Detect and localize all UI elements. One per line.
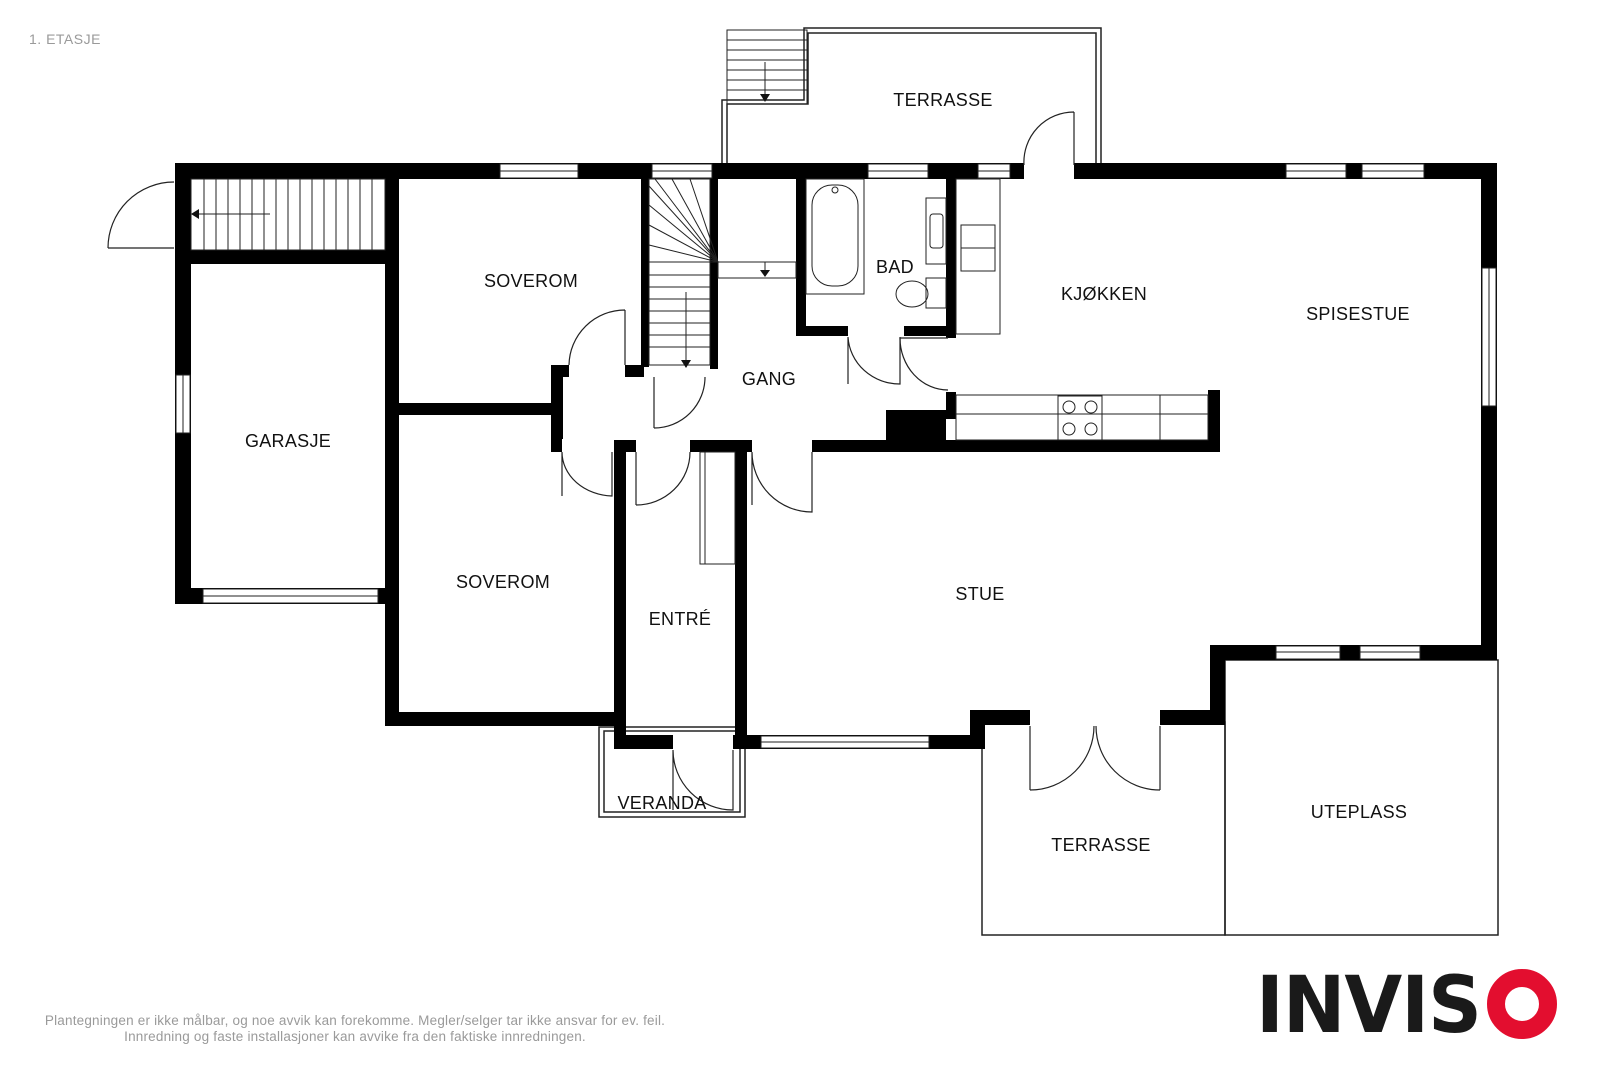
inviso-logo: INVIS xyxy=(1256,968,1557,1040)
room-label-garasje: GARASJE xyxy=(245,431,331,451)
room-label-soverom-1: SOVEROM xyxy=(484,271,578,291)
disclaimer-line-1: Plantegningen er ikke målbar, og noe avv… xyxy=(44,1013,666,1028)
terrace-top-outline xyxy=(721,27,1102,166)
room-label-soverom-2: SOVEROM xyxy=(456,572,550,592)
logo-text: INVIS xyxy=(1256,968,1481,1040)
windows xyxy=(175,163,1497,749)
room-label-spisestue: SPISESTUE xyxy=(1306,304,1410,324)
walls xyxy=(175,163,1497,749)
room-label-terrasse-top: TERRASSE xyxy=(893,90,992,110)
logo-o-mark xyxy=(1487,969,1557,1039)
room-label-kjokken: KJØKKEN xyxy=(1061,284,1147,304)
room-labels: TERRASSE SOVEROM BAD KJØKKEN SPISESTUE G… xyxy=(245,90,1410,855)
terrace-stairs xyxy=(726,29,808,105)
floor-label: 1. ETASJE xyxy=(29,31,101,47)
main-stairs xyxy=(648,178,797,366)
garage-stairs xyxy=(190,178,386,251)
door-swings xyxy=(107,111,1161,811)
terrace-bottom-outline xyxy=(981,721,1226,936)
room-label-uteplass: UTEPLASS xyxy=(1311,802,1407,822)
room-label-entre: ENTRÉ xyxy=(649,609,712,629)
bathroom-fixtures xyxy=(805,178,947,309)
room-label-stue: STUE xyxy=(955,584,1004,604)
uteplass-outline xyxy=(1224,659,1499,936)
room-label-bad: BAD xyxy=(876,257,914,277)
disclaimer: Plantegningen er ikke målbar, og noe avv… xyxy=(0,1013,710,1045)
disclaimer-line-2: Innredning og faste installasjoner kan a… xyxy=(124,1029,586,1044)
room-label-veranda: VERANDA xyxy=(617,793,706,813)
room-label-gang: GANG xyxy=(742,369,796,389)
kitchen-fixtures xyxy=(699,178,1209,565)
veranda-outline xyxy=(598,726,746,818)
room-label-terrasse-bottom: TERRASSE xyxy=(1051,835,1150,855)
